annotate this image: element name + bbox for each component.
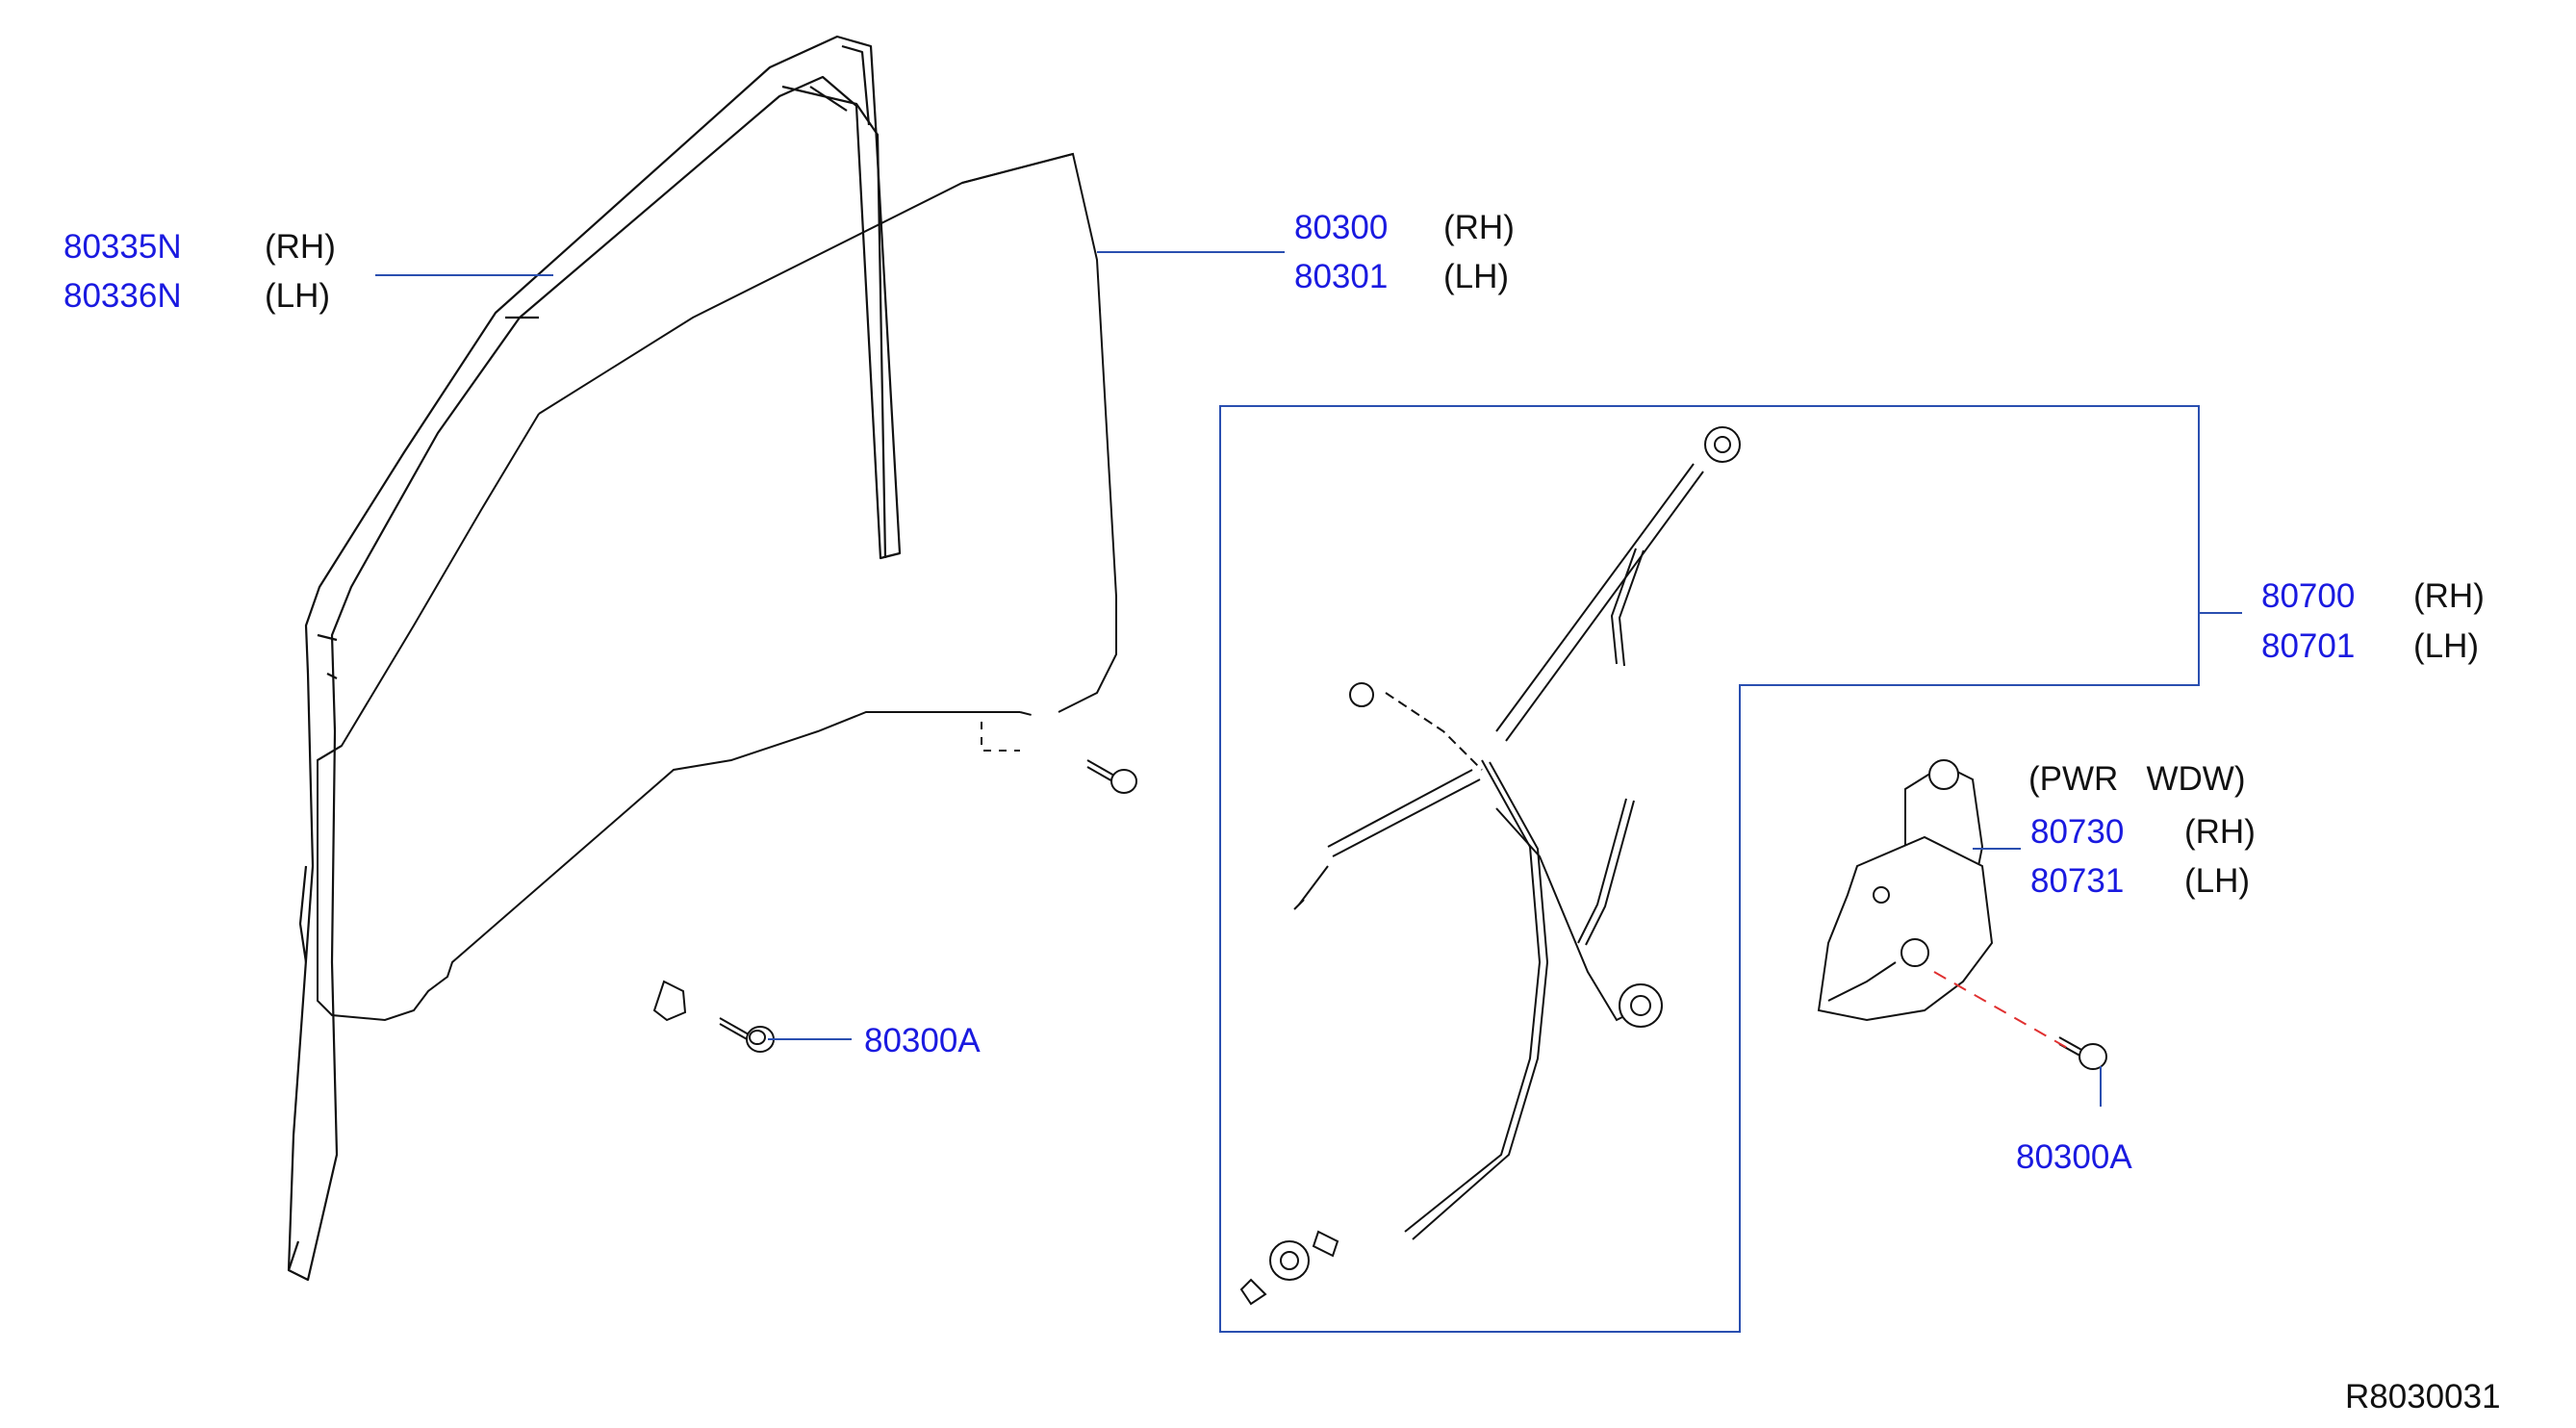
label-glass-rh-side: (RH) (1443, 209, 1515, 246)
label-glass-run-lh-side: (LH) (265, 277, 331, 315)
bolt-glass-upper[interactable] (1086, 759, 1137, 794)
bolt-motor[interactable] (2058, 1036, 2107, 1070)
label-motor-rh-pn[interactable]: 80730 (2030, 813, 2125, 851)
label-glass-lh-side: (LH) (1443, 258, 1510, 295)
label-motor-rh-side: (RH) (2184, 813, 2256, 851)
label-regulator-lh-side: (LH) (2413, 627, 2480, 665)
label-motor-lh-side: (LH) (2184, 862, 2251, 900)
label-bolt-motor-pn[interactable]: 80300A (2016, 1138, 2132, 1176)
leader-lines (375, 251, 2242, 1107)
regulator-box (1219, 405, 2200, 1333)
window-regulator[interactable] (1239, 426, 1741, 1306)
label-glass-run-rh-pn[interactable]: 80335N (64, 228, 182, 266)
power-window-motor[interactable] (1817, 759, 1994, 1022)
label-regulator-rh-pn[interactable]: 80700 (2261, 577, 2356, 615)
label-bolt-glass-pn[interactable]: 80300A (864, 1022, 981, 1059)
label-regulator-rh-side: (RH) (2413, 577, 2485, 615)
bolt-glass[interactable] (719, 1017, 775, 1053)
label-motor-heading: (PWR WDW) (2028, 760, 2246, 798)
label-regulator-lh-pn[interactable]: 80701 (2261, 627, 2356, 665)
label-motor-lh-pn[interactable]: 80731 (2030, 862, 2125, 900)
label-glass-lh-pn[interactable]: 80301 (1294, 258, 1389, 295)
label-glass-run-lh-pn[interactable]: 80336N (64, 277, 182, 315)
alignment-line (1933, 971, 2070, 1050)
label-glass-rh-pn[interactable]: 80300 (1294, 209, 1389, 246)
diagram-reference: R8030031 (2345, 1378, 2501, 1415)
label-glass-run-rh-side: (RH) (265, 228, 336, 266)
glass-run-channel[interactable] (287, 35, 902, 1282)
door-glass[interactable] (317, 152, 1117, 1022)
